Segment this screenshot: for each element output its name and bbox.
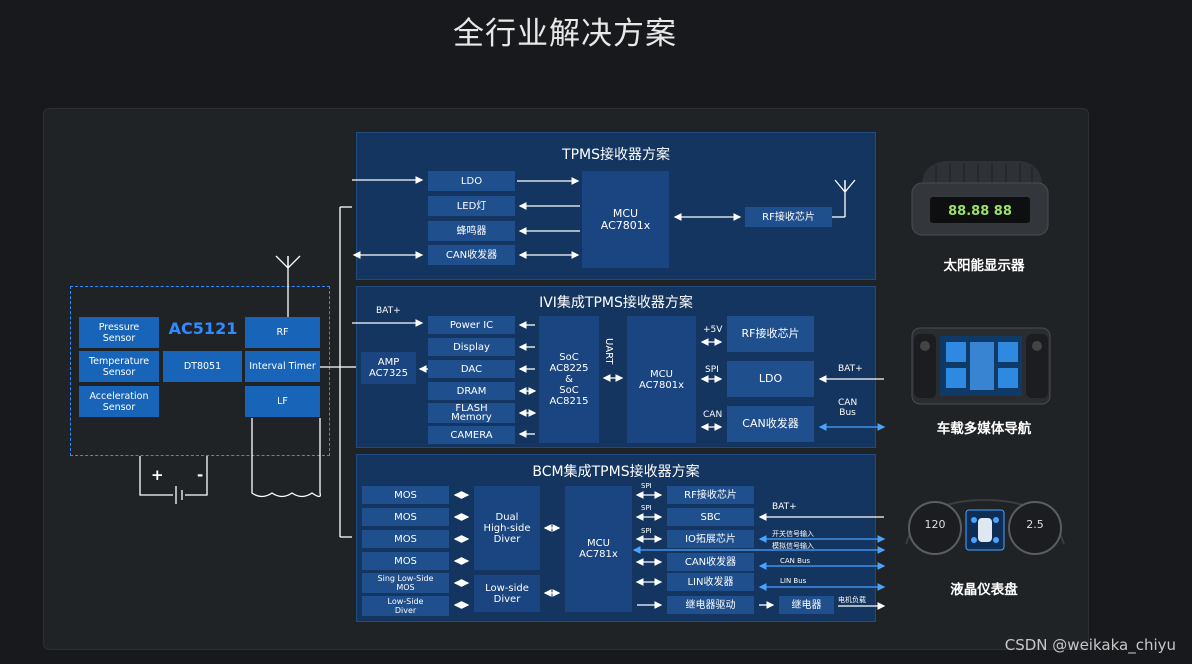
ivi-left-item: DAC xyxy=(428,360,515,378)
chip-name: AC5121 xyxy=(168,319,238,338)
bcm-relay-box: 继电器 xyxy=(779,596,834,614)
bcm-linbus-label: LIN Bus xyxy=(780,577,807,585)
cluster-left-gauge-value: 120 xyxy=(925,518,946,531)
bcm-spi-label: SPI xyxy=(641,482,652,490)
ivi-can-box: CAN收发器 xyxy=(727,406,814,442)
solar-display-image: 88.88 88 xyxy=(911,161,1049,236)
ivi-mcu-box: MCU AC7801x xyxy=(627,316,696,443)
ivi-soc-box: SoC AC8225 & SoC AC8215 xyxy=(539,316,599,443)
tpms-mcu-box: MCU AC7801x xyxy=(582,171,669,268)
ivi-left-item: Display xyxy=(428,338,515,356)
bcm-right-item: RF接收芯片 xyxy=(667,486,754,504)
ivi-ldo-box: LDO xyxy=(727,361,814,397)
solar-display-label: 太阳能显示器 xyxy=(943,258,1025,274)
bcm-spi-label: SPI xyxy=(641,527,652,535)
temperature-sensor-box: Temperature Sensor xyxy=(79,351,159,382)
bcm-right-item: LIN收发器 xyxy=(667,573,754,591)
solar-readout: 88.88 88 xyxy=(948,204,1012,219)
battery-minus-label: - xyxy=(197,466,204,484)
ivi-5v-label: +5V xyxy=(703,325,723,335)
cluster-image: 120 2.5 xyxy=(905,498,1065,555)
ivi-can-bus-label: CAN Bus xyxy=(838,398,858,418)
bcm-lowside-box: Low-side Diver xyxy=(474,575,540,612)
pressure-sensor-box: Pressure Sensor xyxy=(79,317,159,348)
ivi-bat-right-label: BAT+ xyxy=(838,364,863,374)
tpms-led-box: LED灯 xyxy=(428,196,515,216)
tpms-ldo-box: LDO xyxy=(428,171,515,191)
ivi-section-title: IVI集成TPMS接收器方案 xyxy=(539,295,693,311)
watermark: CSDN @weikaka_chiyu xyxy=(1004,636,1176,654)
ivi-spi-label: SPI xyxy=(705,365,719,375)
bcm-bat-label: BAT+ xyxy=(772,502,797,512)
bcm-dual-box: Dual High-side Diver xyxy=(474,486,540,570)
cluster-label: 液晶仪表盘 xyxy=(950,582,1018,598)
nav-unit-image xyxy=(911,327,1051,405)
interval-timer-box: Interval Timer xyxy=(245,351,320,382)
ivi-left-item: DRAM xyxy=(428,382,515,400)
lf-box: LF xyxy=(245,386,320,417)
bcm-left-item: Low-Side Diver xyxy=(362,596,449,616)
ivi-can-label: CAN xyxy=(703,410,723,420)
ivi-rf-box: RF接收芯片 xyxy=(727,316,814,352)
bcm-section-title: BCM集成TPMS接收器方案 xyxy=(532,464,700,480)
tpms-rf-box: RF接收芯片 xyxy=(745,207,832,227)
ivi-amp-box: AMP AC7325 xyxy=(361,352,416,384)
bcm-right-item: IO拓展芯片 xyxy=(667,530,754,548)
bcm-left-item: MOS xyxy=(362,486,449,504)
bcm-right-item: 继电器驱动 xyxy=(667,596,754,614)
battery-plus-label: + xyxy=(151,466,164,484)
bcm-sig1-label: 开关信号输入 xyxy=(772,530,814,538)
bcm-left-item: MOS xyxy=(362,530,449,548)
tpms-section-title: TPMS接收器方案 xyxy=(562,147,670,163)
ivi-left-item: Power IC xyxy=(428,316,515,334)
ivi-uart-label: UART xyxy=(603,338,614,365)
bcm-motor-label: 电机负载 xyxy=(838,596,866,604)
bcm-left-item: MOS xyxy=(362,508,449,526)
bcm-left-item: Sing Low-Side MOS xyxy=(362,573,449,593)
cluster-right-gauge-value: 2.5 xyxy=(1026,518,1044,531)
bcm-mcu-box: MCU AC781x xyxy=(565,486,632,612)
tpms-can-box: CAN收发器 xyxy=(428,245,515,265)
bcm-sig2-label: 模拟信号输入 xyxy=(772,542,814,550)
bcm-right-item: CAN收发器 xyxy=(667,553,754,571)
bcm-canbus-label: CAN Bus xyxy=(780,557,811,565)
tpms-buzzer-box: 蜂鸣器 xyxy=(428,221,515,241)
bcm-left-item: MOS xyxy=(362,552,449,570)
ivi-bat-label: BAT+ xyxy=(376,306,401,316)
page-title: 全行业解决方案 xyxy=(453,16,677,52)
sensor-module-outline xyxy=(70,286,330,456)
ivi-left-item: CAMERA xyxy=(428,426,515,444)
bcm-right-item: SBC xyxy=(667,508,754,526)
rf-box: RF xyxy=(245,317,320,348)
nav-unit-label: 车载多媒体导航 xyxy=(936,421,1032,437)
dt8051-box: DT8051 xyxy=(163,351,242,382)
acceleration-sensor-box: Acceleration Sensor xyxy=(79,386,159,417)
bcm-spi-label: SPI xyxy=(641,504,652,512)
ivi-left-item: FLASH Memory xyxy=(428,403,515,423)
